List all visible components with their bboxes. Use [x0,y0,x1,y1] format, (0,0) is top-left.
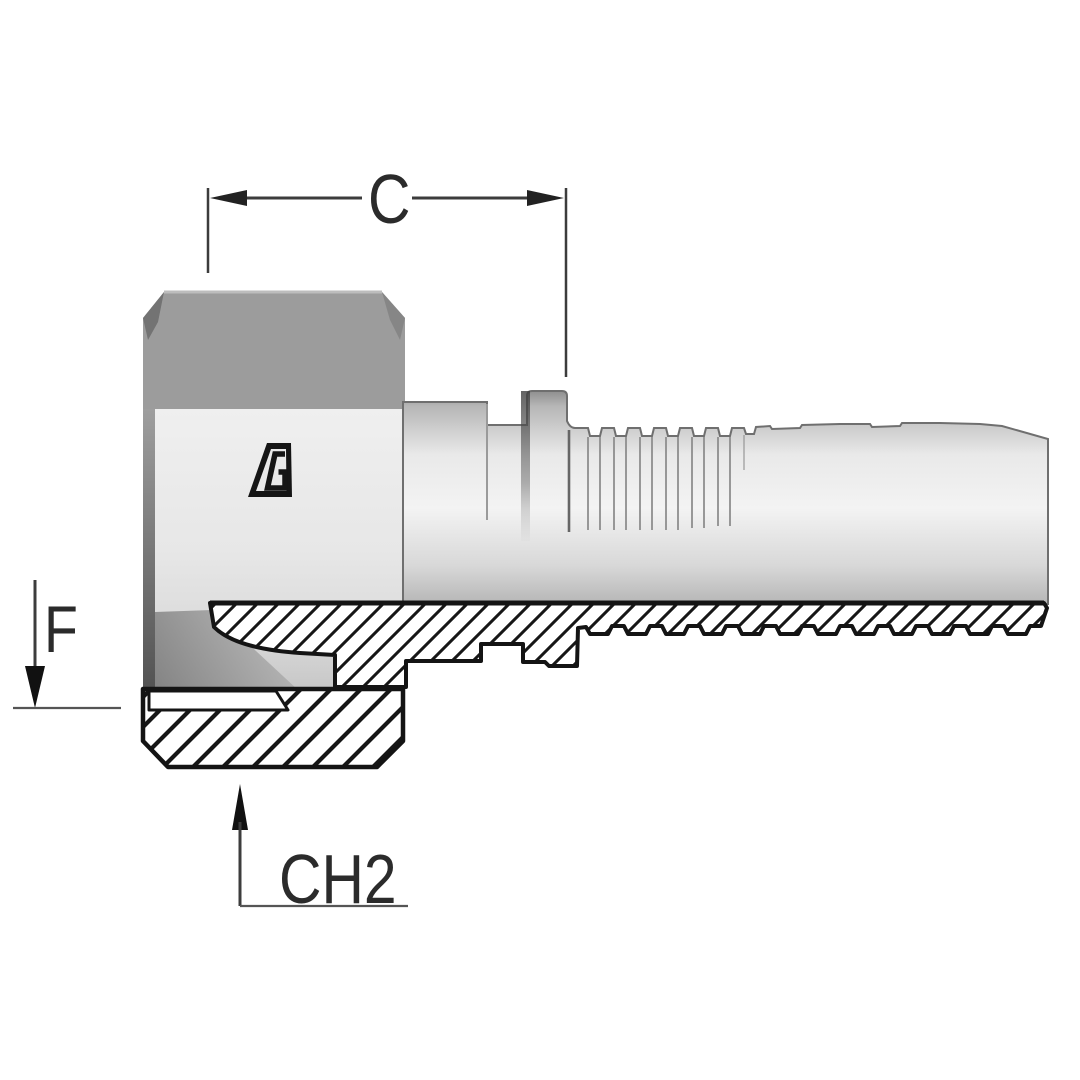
collar-left-shadow [521,391,530,541]
hex-nut-top-face [143,292,405,410]
hex-nut-bottom-shade [155,610,298,690]
hex-nut-chamfer-right [382,292,405,340]
body-silhouette [402,390,1049,605]
dimension-ch2: CH2 [232,784,408,918]
dimension-f: F [13,580,121,710]
dim-arrow-left-icon [210,190,247,206]
dimension-c: C [206,159,568,377]
nut-section-hatch [140,686,406,770]
thread-land [147,689,290,712]
tube-section-outline [208,601,1049,689]
dim-arrow-right-icon [527,190,564,206]
dim-f-label: F [44,592,78,666]
dim-arrow-down-icon [25,666,45,708]
hex-nut-chamfer-left [143,292,164,340]
section-hatch-upper [208,600,1049,689]
tube-section-hatch [210,603,1047,687]
dim-c-label: C [368,159,410,238]
dim-arrow-up-icon [232,784,248,830]
hex-nut-left-edge-shade [143,409,155,692]
brand-mark-icon [248,443,292,497]
barb-groove-lines [567,430,745,532]
dim-ch2-label: CH2 [279,839,397,918]
fitting-body [402,390,1049,605]
nut-section-outline [140,686,406,770]
